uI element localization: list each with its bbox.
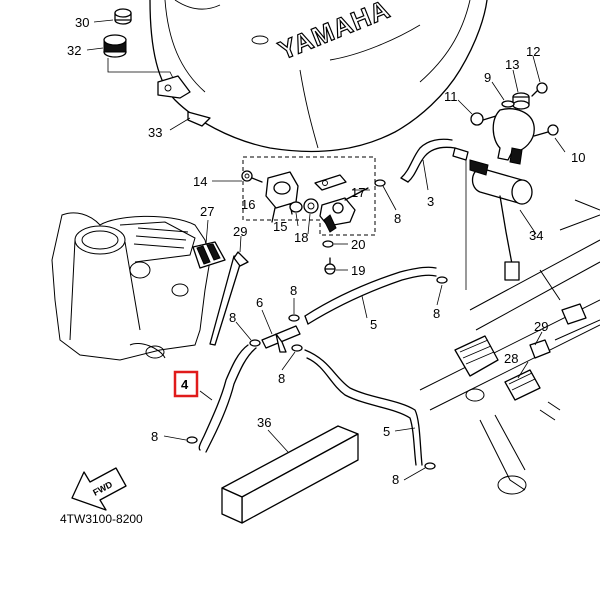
rectifier-grommet[interactable] bbox=[561, 303, 587, 325]
callout-16[interactable]: 16 bbox=[241, 197, 255, 212]
part-36-foam-block[interactable] bbox=[221, 425, 359, 524]
fuel-cock-body[interactable] bbox=[265, 171, 299, 223]
callout-8[interactable]: 8 bbox=[151, 429, 158, 444]
callout-8[interactable]: 8 bbox=[433, 306, 440, 321]
fuel-cock-group-box bbox=[242, 156, 376, 236]
highlight-box bbox=[173, 370, 199, 398]
part-17-gasket[interactable] bbox=[314, 174, 347, 191]
part-34-fuel-filter[interactable] bbox=[469, 159, 533, 281]
callout-5[interactable]: 5 bbox=[383, 424, 390, 439]
part-32-grommet[interactable] bbox=[103, 34, 127, 58]
callout-6[interactable]: 6 bbox=[256, 295, 263, 310]
part-28-rectifier[interactable] bbox=[454, 335, 499, 377]
part-5-fuel-hose-upper[interactable] bbox=[304, 266, 437, 325]
callout-30[interactable]: 30 bbox=[75, 15, 89, 30]
callout-8[interactable]: 8 bbox=[290, 283, 297, 298]
callout-11[interactable]: 11 bbox=[444, 89, 458, 104]
callout-5[interactable]: 5 bbox=[370, 317, 377, 332]
callout-29[interactable]: 29 bbox=[534, 319, 548, 334]
part-33-bracket[interactable] bbox=[157, 75, 211, 127]
callout-15[interactable]: 15 bbox=[273, 219, 287, 234]
callout-19[interactable]: 19 bbox=[351, 263, 365, 278]
part-4-fuel-hose[interactable] bbox=[198, 344, 257, 453]
part-13-collar[interactable] bbox=[512, 92, 530, 110]
part-8-clamp[interactable] bbox=[288, 314, 300, 322]
callout-8[interactable]: 8 bbox=[392, 472, 399, 487]
callout-36[interactable]: 36 bbox=[257, 415, 271, 430]
callout-33[interactable]: 33 bbox=[148, 125, 162, 140]
callout-labels: 30 32 33 12 13 9 11 10 14 16 15 17 18 20… bbox=[67, 15, 585, 487]
part-28-bracket[interactable] bbox=[504, 369, 541, 401]
callout-4[interactable]: 4 bbox=[181, 377, 189, 392]
part-12-bolt[interactable] bbox=[531, 82, 548, 97]
part-8-clamp[interactable] bbox=[186, 436, 198, 444]
callout-32[interactable]: 32 bbox=[67, 43, 81, 58]
part-29-cable-tie[interactable] bbox=[209, 251, 249, 346]
part-15-o-ring[interactable] bbox=[289, 201, 303, 213]
part-8-clamp[interactable] bbox=[424, 462, 436, 470]
callout-8[interactable]: 8 bbox=[394, 211, 401, 226]
part-5-fuel-hose-lower[interactable] bbox=[304, 349, 423, 466]
part-20-washer[interactable] bbox=[322, 240, 334, 248]
part-30-washer[interactable] bbox=[114, 8, 132, 25]
part-16-screw[interactable] bbox=[241, 170, 263, 183]
part-3-fuel-hose[interactable] bbox=[400, 138, 456, 183]
filter-bracket[interactable] bbox=[492, 108, 535, 165]
part-6-t-joint[interactable] bbox=[261, 325, 301, 353]
part-8-clamp[interactable] bbox=[374, 179, 386, 187]
callout-29[interactable]: 29 bbox=[233, 224, 247, 239]
callout-18[interactable]: 18 bbox=[294, 230, 308, 245]
part-8-clamp[interactable] bbox=[249, 339, 261, 347]
leader-lines bbox=[86, 19, 566, 481]
callout-14[interactable]: 14 bbox=[193, 174, 207, 189]
air-filter-case[interactable] bbox=[51, 212, 211, 361]
fuel-cock-lever[interactable] bbox=[319, 187, 369, 233]
callout-10[interactable]: 10 bbox=[571, 150, 585, 165]
callout-12[interactable]: 12 bbox=[526, 44, 540, 59]
callout-17[interactable]: 17 bbox=[351, 185, 365, 200]
callout-27[interactable]: 27 bbox=[200, 204, 214, 219]
part-19-screw[interactable] bbox=[324, 257, 336, 275]
callout-8[interactable]: 8 bbox=[229, 310, 236, 325]
part-27-pad[interactable] bbox=[192, 241, 226, 269]
diagram-code: 4TW3100-8200 bbox=[60, 512, 143, 526]
tank-brand-text: YAMAHA bbox=[274, 0, 394, 66]
part-29-clip[interactable] bbox=[529, 339, 551, 359]
callout-34[interactable]: 34 bbox=[529, 228, 543, 243]
part-11-bolt[interactable] bbox=[470, 112, 497, 126]
callout-20[interactable]: 20 bbox=[351, 237, 365, 252]
part-8-clamp[interactable] bbox=[291, 344, 303, 352]
callout-13[interactable]: 13 bbox=[505, 57, 519, 72]
frame[interactable] bbox=[419, 199, 600, 495]
part-10-bolt[interactable] bbox=[533, 124, 559, 137]
hose-clamp[interactable] bbox=[452, 147, 469, 161]
part-8-clamp[interactable] bbox=[436, 276, 448, 284]
callout-3[interactable]: 3 bbox=[427, 194, 434, 209]
callout-8[interactable]: 8 bbox=[278, 371, 285, 386]
fwd-arrow-icon: FWD bbox=[71, 467, 127, 511]
callout-9[interactable]: 9 bbox=[484, 70, 491, 85]
callout-28[interactable]: 28 bbox=[504, 351, 518, 366]
part-9-washer[interactable] bbox=[501, 100, 515, 108]
part-18-filter[interactable] bbox=[303, 198, 319, 214]
